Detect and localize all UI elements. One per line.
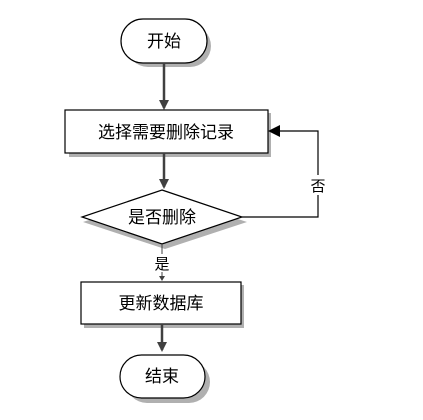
update-database-label: 更新数据库 xyxy=(119,294,204,314)
no-label: 否 xyxy=(310,177,325,195)
start-node: 开始 xyxy=(120,18,211,67)
decision-node: 是否删除 xyxy=(80,189,247,249)
end-label: 结束 xyxy=(145,367,179,387)
select-records-node: 选择需要删除记录 xyxy=(64,109,271,157)
no-branch-arrowhead xyxy=(268,125,280,137)
start-label: 开始 xyxy=(147,32,181,52)
update-database-node: 更新数据库 xyxy=(80,281,244,328)
no-branch-line xyxy=(242,130,319,218)
decision-label: 是否删除 xyxy=(128,208,196,228)
select-records-label: 选择需要删除记录 xyxy=(98,123,234,143)
yes-label: 是 xyxy=(154,255,169,273)
end-node: 结束 xyxy=(119,354,210,403)
yes-arrowhead xyxy=(159,276,165,281)
